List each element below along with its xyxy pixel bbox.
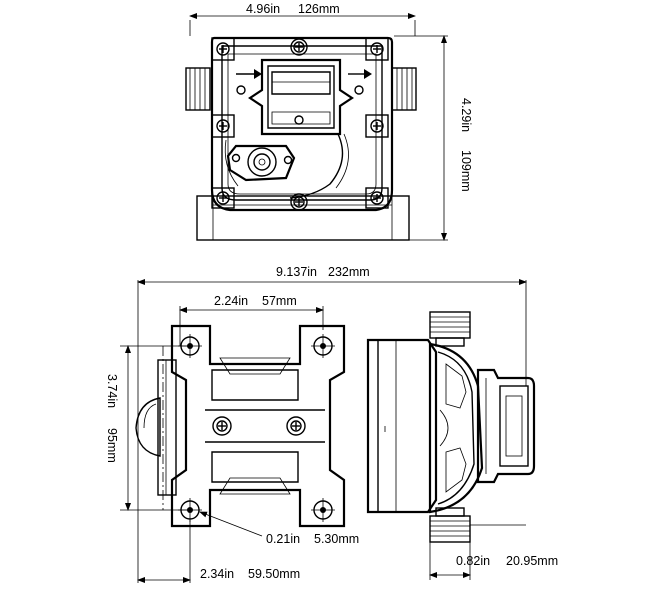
corner-bolt-icon	[365, 114, 389, 138]
overall-length-imperial-label: 9.137in	[276, 265, 317, 279]
bracket-bolt-icon	[286, 416, 306, 436]
end-cap-dome	[135, 397, 161, 457]
side-valve-cover	[476, 368, 536, 484]
right-port-fitting	[391, 67, 417, 111]
dimension-labels: 4.96in 126mm 4.29in 109mm 9.137in 232mm …	[105, 2, 558, 581]
corner-bolt-icon	[211, 187, 235, 209]
mount-spacing-x-imperial-label: 2.24in	[214, 294, 248, 308]
corner-bolt-icon	[365, 187, 389, 209]
port-width-metric-label: 20.95mm	[506, 554, 558, 568]
bottom-port-fitting	[429, 507, 471, 543]
port-width-imperial-label: 0.82in	[456, 554, 490, 568]
valve-cover	[248, 58, 354, 136]
side-view	[120, 279, 536, 583]
mount-hole-metric-label: 5.30mm	[314, 532, 359, 546]
top-center-bolt-icon	[290, 38, 308, 56]
mounting-hole-icon	[311, 498, 335, 522]
bracket-bolt-icon	[212, 416, 232, 436]
mounting-hole-icon	[311, 334, 335, 358]
top-width-imperial-label: 4.96in	[246, 2, 280, 16]
front-view	[185, 13, 448, 241]
pump-head-body	[366, 338, 484, 514]
mount-hole-imperial-label: 0.21in	[266, 532, 300, 546]
top-port-fitting	[429, 311, 471, 347]
mounting-bracket	[170, 324, 346, 528]
flow-arrow-icon	[348, 69, 372, 79]
left-port-fitting	[185, 67, 211, 111]
mount-spacing-x-metric-label: 57mm	[262, 294, 297, 308]
mount-spacing-y-metric-label: 95mm	[105, 428, 119, 463]
corner-bolt-icon	[211, 37, 235, 61]
corner-bolt-icon	[211, 114, 235, 138]
mount-spacing-y-imperial-label: 3.74in	[105, 374, 119, 408]
overall-length-metric-label: 232mm	[328, 265, 370, 279]
mounting-hole-icon	[178, 334, 202, 358]
mounting-hole-icon	[178, 498, 202, 522]
top-height-metric-label: 109mm	[459, 150, 473, 192]
top-height-imperial-label: 4.29in	[459, 98, 473, 132]
corner-bolt-icon	[365, 37, 389, 61]
flow-arrow-icon	[236, 69, 262, 79]
base-to-hole-imperial-label: 2.34in	[200, 567, 234, 581]
pressure-switch	[226, 144, 296, 182]
base-to-hole-metric-label: 59.50mm	[248, 567, 300, 581]
top-width-metric-label: 126mm	[298, 2, 340, 16]
